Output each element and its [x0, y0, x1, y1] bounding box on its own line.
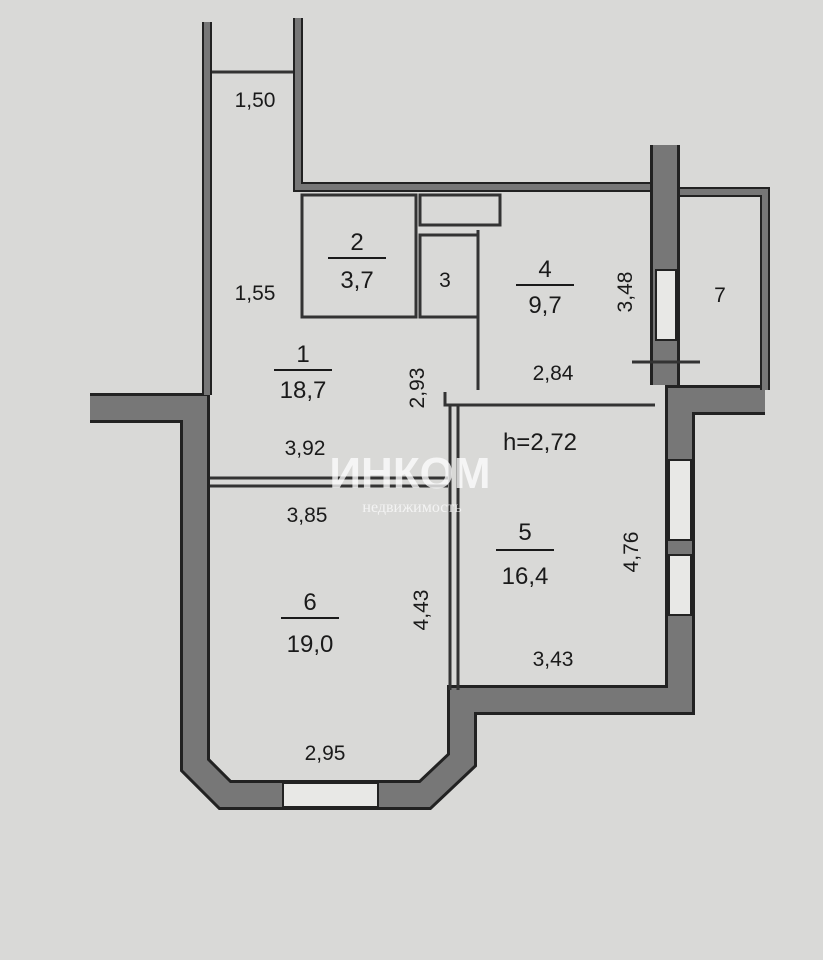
room-5-area: 16,4 [502, 563, 549, 590]
outer-walls [90, 18, 770, 810]
watermark-brand: ИНКОМ [329, 449, 490, 498]
dim-room6-depth: 4,43 [410, 590, 433, 631]
room-2-number: 2 [350, 229, 363, 256]
dim-room5-width: 3,43 [533, 648, 574, 671]
dim-room1-depth: 2,93 [406, 368, 429, 409]
inner-walls [210, 193, 700, 690]
window [282, 782, 379, 808]
dimension-labels: 1,50 1,55 2,93 2,84 3,48 h=2,72 3,92 3,8… [235, 89, 643, 765]
room-4-number: 4 [538, 256, 551, 283]
room-1-area: 18,7 [280, 377, 327, 404]
dim-corridor-width: 1,55 [235, 282, 276, 305]
window [668, 459, 692, 541]
ceiling-height: h=2,72 [503, 429, 577, 456]
dim-room1-width: 3,92 [285, 437, 326, 460]
room-7-number: 7 [714, 284, 726, 307]
room-6-number: 6 [303, 589, 316, 616]
room-1-number: 1 [296, 341, 309, 368]
room-2-area: 3,7 [340, 267, 373, 294]
dim-room4-depth: 3,48 [614, 272, 637, 313]
dim-room6-width-top: 3,85 [287, 504, 328, 527]
window [668, 554, 692, 616]
dim-room5-depth: 4,76 [620, 532, 643, 573]
room-5-number: 5 [518, 519, 531, 546]
room-labels: 2 3,7 3 4 9,7 7 1 18,7 5 16,4 6 19,0 [274, 229, 726, 658]
dim-room6-width-bottom: 2,95 [305, 742, 346, 765]
room-3-number: 3 [439, 269, 451, 292]
watermark: ИНКОМ недвижимость [329, 449, 490, 516]
watermark-subtitle: недвижимость [362, 499, 461, 516]
dim-balcony-width: 1,50 [235, 89, 276, 112]
window [655, 269, 677, 341]
room-6-area: 19,0 [287, 631, 334, 658]
dim-room4-width: 2,84 [533, 362, 574, 385]
room-4-area: 9,7 [528, 292, 561, 319]
